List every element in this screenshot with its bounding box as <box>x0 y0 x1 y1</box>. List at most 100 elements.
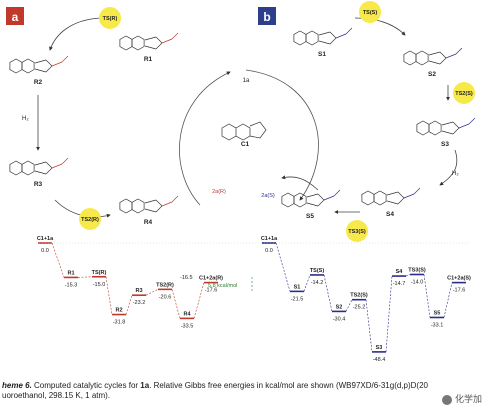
energy-profiles: 0.0C1+1a-15.3R1-15.0TS(R)-31.8R2-23.2R3-… <box>36 236 471 363</box>
level-value: -17.6 <box>453 288 466 294</box>
structure-s4: S4 <box>361 187 421 218</box>
connector <box>105 276 113 315</box>
figure-caption: heme 6. Computed catalytic cycles for 1a… <box>2 381 488 401</box>
level-label: S3 <box>376 345 383 351</box>
level-label: C1+1a <box>261 236 278 242</box>
level-label: R3 <box>135 288 142 294</box>
connector <box>51 242 65 278</box>
structure-label: R1 <box>144 56 153 63</box>
structure-label: R2 <box>34 79 43 86</box>
badge-tss: TS(S) <box>359 1 381 23</box>
level-value: -25.2 <box>353 305 366 311</box>
level-label: R1 <box>67 270 74 276</box>
connector <box>303 274 311 292</box>
connector <box>423 274 431 318</box>
watermark: 化学加 <box>441 392 482 405</box>
structure-c1 <box>221 121 267 141</box>
structure-s5: S5 <box>281 189 341 220</box>
profile-a: 0.0C1+1a-15.3R1-15.0TS(R)-31.8R2-23.2R3-… <box>37 236 223 329</box>
cycle-a-arrows <box>36 17 111 218</box>
connector <box>405 274 411 277</box>
level-value: -31.8 <box>113 320 126 326</box>
cycle-b-arrows <box>281 17 458 214</box>
structure-r1: R1 <box>119 32 179 63</box>
panel-a-label: a <box>6 7 24 25</box>
structure-label: S4 <box>386 211 394 218</box>
svg-text:TS(S): TS(S) <box>363 10 378 16</box>
caption-body3: D(20 <box>410 381 428 390</box>
badge-tsr: TS(R) <box>99 7 121 29</box>
level-label: C1+2a(S) <box>447 276 471 282</box>
level-value: -23.2 <box>133 300 146 306</box>
connector <box>385 276 393 352</box>
c1-label: C1 <box>241 141 250 148</box>
structure-label: R3 <box>34 181 43 188</box>
level-label: S2 <box>336 304 343 310</box>
barrier-annotation: 5.8 kcal/mol <box>208 277 253 292</box>
level-label: TS3(S) <box>408 268 426 274</box>
connector <box>275 242 291 292</box>
connector <box>77 276 93 278</box>
structure-label: R4 <box>144 219 153 226</box>
level-value: -17.6 <box>205 288 218 294</box>
h2-label-b: H₂ <box>452 171 459 177</box>
barrier-note: 5.8 kcal/mol <box>208 283 237 289</box>
level-value: -30.4 <box>333 316 346 322</box>
level-value: -33.5 <box>181 323 194 329</box>
structure-s3: S3 <box>416 117 476 148</box>
h2-label-a: H₂ <box>22 116 29 122</box>
level-value: -15.3 <box>65 282 78 288</box>
level-label: TS(R) <box>92 270 107 276</box>
substrate-label: 1a <box>243 78 250 84</box>
level-value: -14.0 <box>411 280 424 286</box>
caption-body: Computed catalytic cycles for <box>31 381 141 390</box>
connector <box>145 289 159 296</box>
connector <box>345 299 353 312</box>
caption-bold: 1a <box>140 381 150 390</box>
svg-text:TS3(S): TS3(S) <box>348 229 366 235</box>
caption-line2: uoroethanol, 298.15 K, 1 atm). <box>2 391 111 400</box>
connector <box>171 289 181 319</box>
caption-prefix: heme 6. <box>2 381 32 390</box>
level-value: -20.6 <box>159 294 172 300</box>
level-label: R4 <box>183 311 191 317</box>
connector <box>443 282 453 318</box>
panel-b-label: b <box>258 7 276 25</box>
level-label: S5 <box>434 310 441 316</box>
level-value: -33.1 <box>431 322 444 328</box>
level-value: -21.5 <box>291 296 304 302</box>
connector <box>323 274 333 312</box>
structure-r3: R3 <box>9 157 69 188</box>
svg-text:TS2(S): TS2(S) <box>455 91 473 97</box>
level-label: TS(S) <box>310 268 325 274</box>
level-value: -14.2 <box>311 280 324 286</box>
extra-value: -16.5 <box>180 275 193 281</box>
cycle-ring <box>179 69 319 206</box>
caption-body2: . Relative Gibbs free energies in kcal/m… <box>149 381 411 390</box>
badge-ts2r: TS2(R) <box>79 208 101 230</box>
level-label: C1+1a <box>37 236 54 242</box>
svg-text:b: b <box>263 10 270 24</box>
level-value: -14.7 <box>393 281 406 287</box>
watermark-text: 化学加 <box>454 394 482 404</box>
level-value: 0.0 <box>41 248 49 254</box>
svg-text:TS2(R): TS2(R) <box>81 217 99 223</box>
level-value: -15.0 <box>93 282 106 288</box>
wechat-icon <box>441 394 452 405</box>
level-label: S1 <box>294 284 301 290</box>
connector <box>193 282 205 319</box>
ts-badges: TS(R) TS2(R) TS(S) TS2(S) TS3(S) <box>79 1 475 242</box>
center-labels: C1 1a 2a(R) 2a(S) H₂ H₂ <box>22 78 459 199</box>
level-value: 0.0 <box>265 248 273 254</box>
structure-label: S1 <box>318 51 326 58</box>
structure-r4: R4 <box>119 195 179 226</box>
level-value: -48.4 <box>373 357 386 363</box>
connector <box>365 299 373 352</box>
connector <box>125 295 133 315</box>
level-label: TS2(R) <box>156 282 174 288</box>
badge-ts3s: TS3(S) <box>346 220 368 242</box>
product-r-label: 2a(R) <box>212 189 226 195</box>
svg-text:TS(R): TS(R) <box>103 16 118 22</box>
